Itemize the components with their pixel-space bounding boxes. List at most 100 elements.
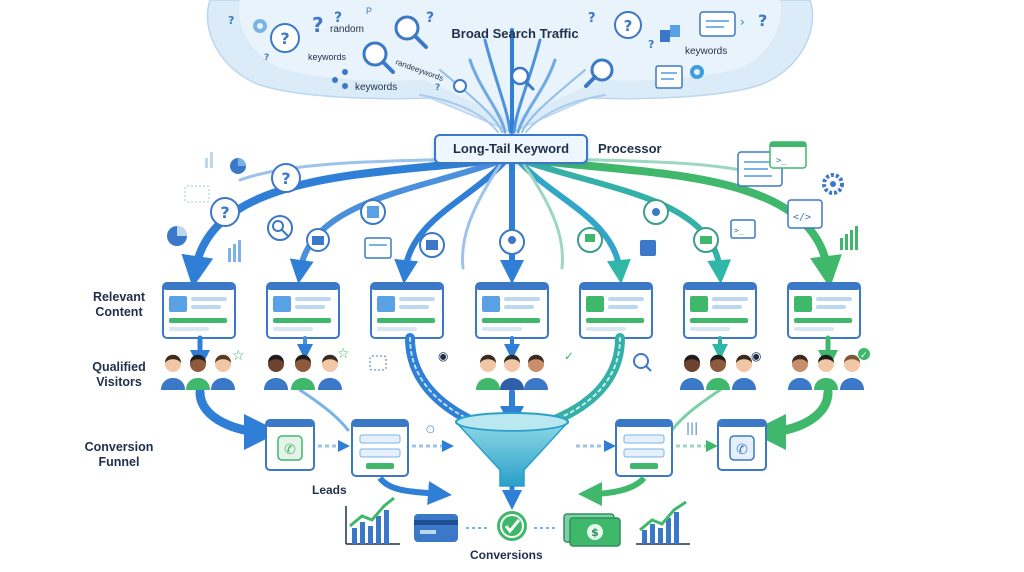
svg-text:?: ? [334, 10, 342, 26]
person-avatar-icon [161, 354, 185, 390]
svg-text:>_: >_ [776, 156, 787, 166]
person-avatar-icon [318, 354, 342, 390]
box-icon [360, 199, 386, 225]
person-avatar-icon [524, 354, 548, 390]
content-window [787, 282, 861, 339]
svg-text:◉: ◉ [438, 349, 448, 363]
row-label-conversion-funnel: Conversion Funnel [84, 440, 154, 469]
content-window [266, 282, 340, 339]
svg-text:✆: ✆ [284, 442, 296, 458]
svg-text:☆: ☆ [337, 346, 350, 362]
cloud-title: Broad Search Traffic [451, 26, 578, 41]
question-bubble-icon: ? [270, 23, 300, 53]
svg-text:✆: ✆ [736, 442, 748, 458]
svg-text:?: ? [588, 11, 596, 26]
cloud-icons: ? ? ? ? ? ? ? ? ? ? ? › P [228, 6, 767, 93]
code-window-icon: </> [787, 199, 823, 229]
row-label-relevant-content: Relevant Content [92, 290, 146, 319]
svg-text:>_: >_ [734, 226, 744, 235]
svg-text:|||: ||| [686, 421, 698, 435]
leads-arrow [377, 475, 452, 506]
content-window [579, 282, 653, 339]
shopping-bag-icon [640, 240, 656, 256]
bar-chart-icon [205, 152, 213, 168]
credit-card-icon [414, 514, 458, 542]
row-label-qualified-visitors: Qualified Visitors [92, 360, 146, 389]
magnifier-icon [453, 79, 467, 93]
cloud-word: keywords [685, 46, 727, 57]
content-window [475, 282, 549, 339]
svg-text:◉: ◉ [751, 349, 761, 363]
cloud-word: keywords [355, 82, 397, 93]
pie-chart-icon [230, 158, 246, 174]
phone-window-icon: ✆ [717, 419, 767, 471]
person-avatar-icon [476, 354, 500, 390]
funnel-streams [195, 333, 833, 450]
svg-text:?: ? [220, 203, 229, 222]
terminal-window-icon: >_ [730, 219, 756, 239]
question-bubble-icon: ? [614, 11, 642, 39]
person-avatar-icon [186, 354, 210, 390]
svg-text:?: ? [758, 11, 767, 30]
processor-label: Processor [598, 141, 662, 156]
person-avatar-icon [291, 354, 315, 390]
person-avatar-icon [680, 354, 704, 390]
pie-chart-icon [167, 226, 187, 246]
cloud-word: random [330, 24, 364, 35]
processor-box: Long-Tail Keyword [434, 134, 588, 164]
svg-text:○: ○ [426, 424, 435, 435]
qualified-visitors-people [161, 354, 864, 390]
content-to-visitors-arrows [190, 335, 838, 370]
funnel-row: ✆ ✆ [265, 419, 767, 506]
magnifier-icon [267, 215, 293, 241]
person-avatar-icon [732, 354, 756, 390]
person-avatar-icon [706, 354, 730, 390]
gear-icon [822, 173, 844, 195]
leads-label: Leads [312, 483, 347, 497]
decorative-marks: ☆ ☆ ◉ ◉ ✓ ✓ ||| ○ [232, 346, 870, 435]
svg-text:?: ? [264, 53, 269, 63]
growth-chart-icon [636, 500, 690, 545]
phone-window-icon: ✆ [265, 419, 315, 471]
svg-text:?: ? [281, 169, 290, 188]
svg-text:?: ? [228, 14, 234, 27]
svg-text:?: ? [648, 38, 654, 51]
store-icon [419, 232, 445, 258]
cloud-word: keywords [308, 52, 347, 62]
conversions-row: $ [345, 496, 690, 547]
bar-chart-icon [840, 226, 858, 250]
shield-icon [643, 199, 669, 225]
svg-text:?: ? [312, 13, 324, 37]
magnifier-icon [633, 353, 652, 372]
svg-text:?: ? [280, 29, 289, 48]
checkmark-icon [497, 511, 527, 541]
svg-text:?: ? [435, 83, 440, 93]
growth-chart-icon [345, 496, 400, 545]
question-mark-icon: ? ? ? ? ? ? ? ? ? [228, 10, 767, 93]
cash-icon: $ [563, 513, 621, 547]
magnifier-icon [362, 41, 395, 74]
gear-icon [690, 65, 704, 79]
share-icon [332, 69, 348, 89]
svg-text:☆: ☆ [232, 348, 245, 364]
gear-icon [253, 19, 267, 33]
chevron-icon: › [740, 15, 745, 29]
person-avatar-icon [264, 354, 288, 390]
person-avatar-icon [500, 354, 524, 390]
p-glyph: P [366, 6, 372, 16]
dotted-window-icon [184, 185, 210, 203]
form-window-icon [615, 419, 673, 477]
form-window-icon [351, 419, 409, 477]
content-windows [162, 282, 861, 339]
svg-text:$: $ [591, 526, 599, 539]
conversions-label: Conversions [470, 548, 543, 562]
content-window [162, 282, 236, 339]
person-avatar-icon [788, 354, 812, 390]
terminal-window-icon: >_ [769, 141, 807, 169]
svg-text:?: ? [624, 17, 633, 35]
magnifier-icon [510, 66, 535, 91]
person-avatar-icon [211, 354, 235, 390]
svg-text:✓: ✓ [564, 349, 574, 363]
person-avatar-icon [840, 354, 864, 390]
